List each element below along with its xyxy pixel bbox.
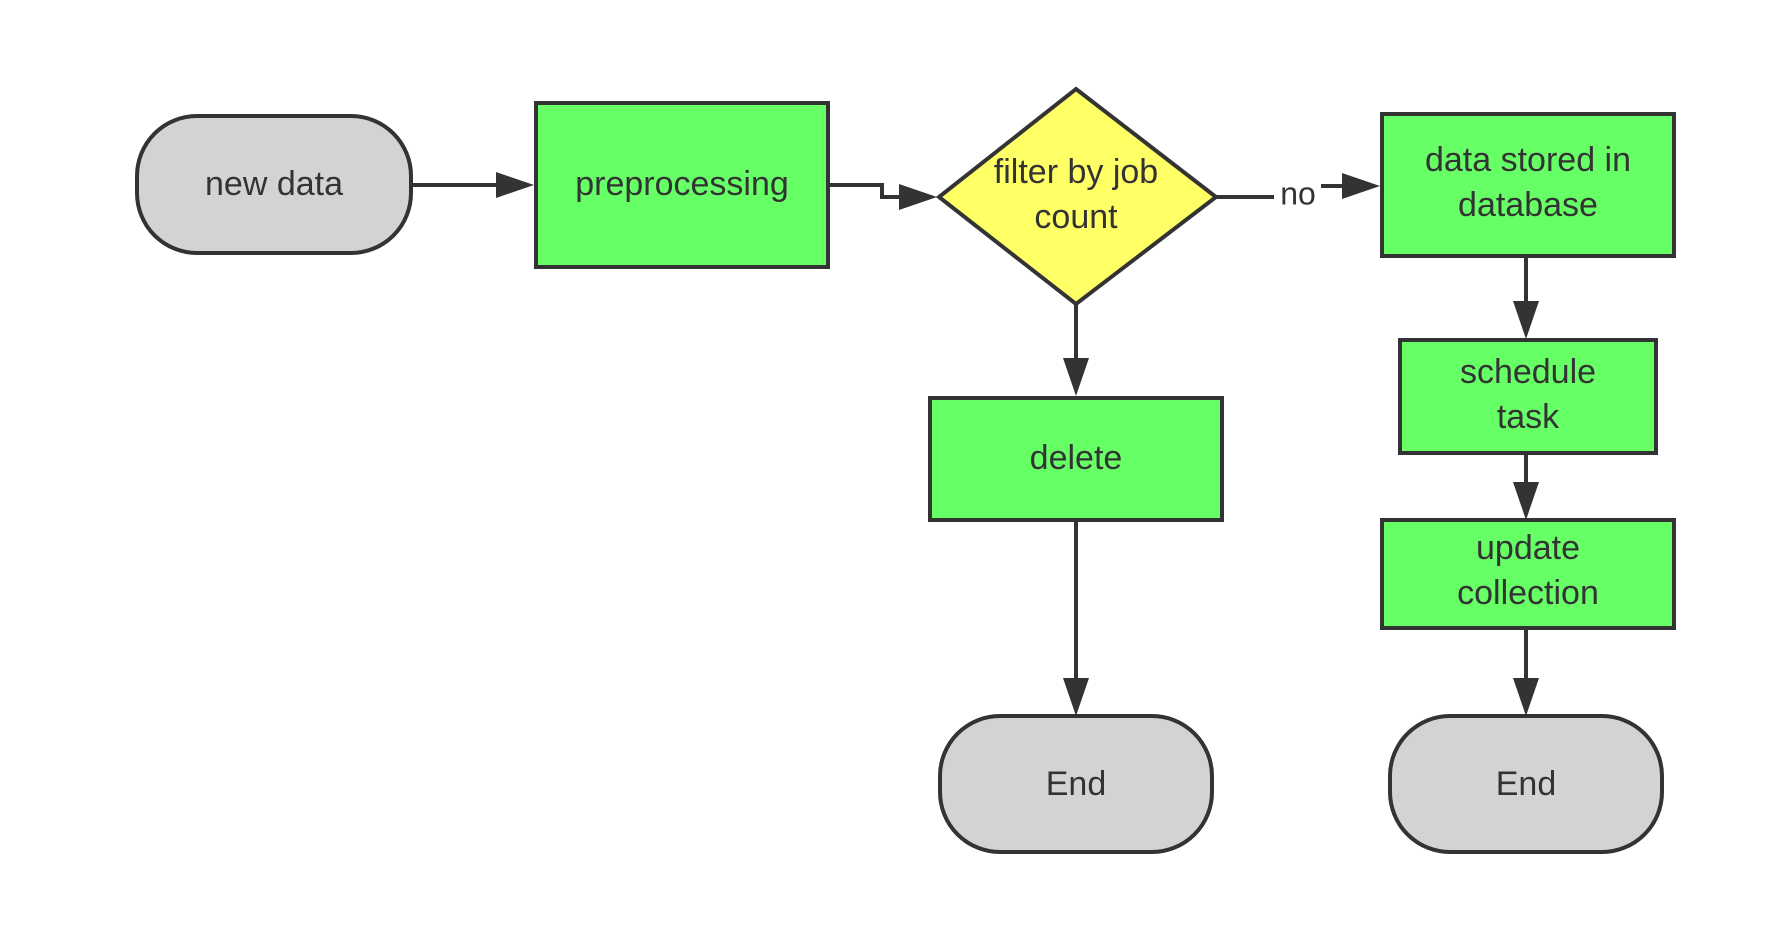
process-shape bbox=[1380, 518, 1676, 630]
edge-preprocessing-to-filter bbox=[830, 183, 937, 210]
node-schedule: schedule task bbox=[1398, 338, 1658, 455]
decision-shape bbox=[935, 86, 1220, 307]
process-shape bbox=[928, 396, 1224, 522]
node-end-right: End bbox=[1388, 714, 1664, 854]
terminal-shape bbox=[938, 714, 1214, 854]
edge-delete-to-end-left bbox=[1063, 522, 1089, 716]
edge-schedule-to-update bbox=[1513, 454, 1539, 520]
node-label-schedule-line-2: task bbox=[1497, 398, 1560, 436]
node-update: update collection bbox=[1380, 518, 1676, 630]
node-label-filter-line-2: count bbox=[1034, 198, 1118, 236]
node-label-delete: delete bbox=[1030, 439, 1123, 477]
node-label-update-line-2: collection bbox=[1457, 574, 1599, 612]
node-label-new-data: new data bbox=[205, 165, 343, 203]
node-label-end-right: End bbox=[1496, 765, 1557, 803]
node-filter: filter by job count bbox=[935, 86, 1220, 307]
node-label-schedule-line-1: schedule bbox=[1460, 353, 1596, 391]
edge-label-no: no bbox=[1280, 175, 1316, 211]
node-label-stored-line-2: database bbox=[1458, 186, 1598, 224]
process-shape bbox=[1398, 338, 1658, 455]
process-shape bbox=[1380, 112, 1676, 258]
node-end-left: End bbox=[938, 714, 1214, 854]
node-new-data: new data bbox=[135, 114, 413, 255]
node-label-end-left: End bbox=[1046, 765, 1107, 803]
nodes: new data preprocessing filter by job cou… bbox=[135, 86, 1676, 854]
node-label-filter-line-1: filter by job bbox=[994, 153, 1158, 191]
node-delete: delete bbox=[928, 396, 1224, 522]
process-shape bbox=[534, 101, 830, 269]
node-preprocessing: preprocessing bbox=[534, 101, 830, 269]
edge-filter-to-stored: no bbox=[1216, 173, 1380, 211]
edge-new-data-to-preprocessing bbox=[413, 172, 534, 198]
edge-update-to-end-right bbox=[1513, 628, 1539, 716]
edges: no bbox=[413, 172, 1539, 716]
terminal-shape bbox=[1388, 714, 1664, 854]
terminal-shape bbox=[135, 114, 413, 255]
node-label-stored-line-1: data stored in bbox=[1425, 141, 1631, 179]
node-label-update-line-1: update bbox=[1476, 529, 1580, 567]
edge-filter-to-delete bbox=[1063, 304, 1089, 396]
node-stored: data stored in database bbox=[1380, 112, 1676, 258]
node-label-preprocessing: preprocessing bbox=[575, 165, 789, 203]
edge-stored-to-schedule bbox=[1513, 257, 1539, 339]
